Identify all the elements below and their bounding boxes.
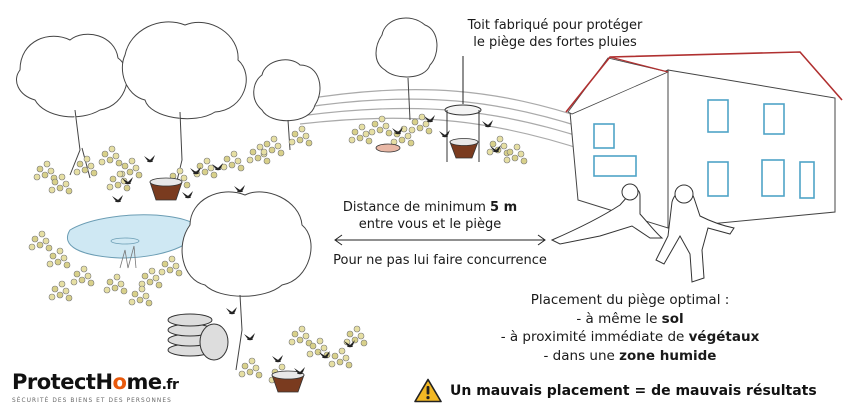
- wires: [299, 89, 591, 153]
- placement-tip-humid-prefix: - dans une: [543, 347, 620, 364]
- people: [550, 183, 735, 283]
- logo-wordmark: ProtectHome.fr: [12, 370, 179, 397]
- distance-annotation-line-1: Distance de minimum 5 m: [320, 199, 540, 216]
- roof-annotation-line-1: Toit fabriqué pour protéger: [467, 18, 643, 33]
- protecthome-logo: ProtectHome.fr SÉCURITÉ DES BIENS ET DES…: [12, 370, 179, 404]
- placement-tip-plants-bold: végétaux: [688, 329, 760, 345]
- warning-icon: [414, 378, 442, 403]
- placement-tips: Placement du piège optimal : - à même le…: [470, 291, 790, 365]
- placement-tip-ground-bold: sol: [661, 310, 684, 327]
- trees: [16, 17, 438, 371]
- warning-banner: Un mauvais placement = de mauvais résult…: [414, 378, 817, 403]
- placement-tip-humid: - dans une zone humide: [470, 347, 790, 366]
- house: [565, 51, 843, 229]
- vegetation: [28, 113, 528, 385]
- logo-house-o: o: [112, 370, 127, 394]
- warning-text: Un mauvais placement = de mauvais résult…: [450, 382, 817, 399]
- placement-tip-ground-prefix: - à même le: [576, 310, 662, 327]
- tires: [167, 313, 229, 361]
- distance-prefix: Distance de minimum: [342, 200, 491, 215]
- distance-annotation: Distance de minimum 5 m entre vous et le…: [320, 199, 540, 233]
- placement-title: Placement du piège optimal :: [530, 292, 730, 308]
- logo-part-1: ProtectH: [12, 370, 113, 394]
- logo-tagline: SÉCURITÉ DES BIENS ET DES PERSONNES: [12, 398, 172, 404]
- distance-arrow: [334, 234, 546, 246]
- placement-tip-ground: - à même le sol: [470, 310, 790, 329]
- distance-annotation-line-2: entre vous et le piège: [358, 217, 502, 232]
- traps: [149, 104, 482, 393]
- roof-annotation-line-2: le piège des fortes pluies: [473, 35, 637, 50]
- distance-value: 5 m: [490, 200, 518, 215]
- placement-tip-plants: - à proximité immédiate de végétaux: [470, 328, 790, 347]
- placement-tip-humid-bold: zone humide: [619, 347, 717, 364]
- logo-part-2: me: [126, 370, 162, 394]
- placement-tip-plants-prefix: - à proximité immédiate de: [500, 329, 689, 345]
- compete-annotation: Pour ne pas lui faire concurrence: [333, 253, 547, 268]
- roof: [565, 51, 843, 113]
- logo-tld: .fr: [161, 377, 179, 393]
- roof-annotation: Toit fabriqué pour protéger le piège des…: [440, 17, 670, 51]
